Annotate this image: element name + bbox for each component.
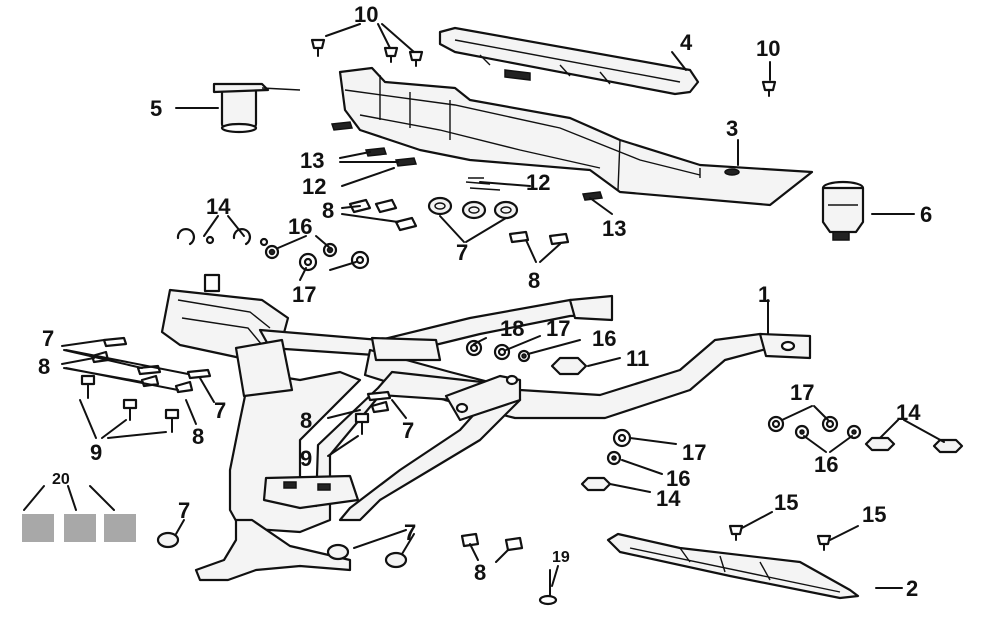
part-2-lower-panel (606, 532, 860, 600)
part-20-color-swatches (22, 514, 136, 542)
callout-11: 11 (626, 346, 649, 371)
callout-16b: 16 (592, 326, 616, 351)
callout-8b: 8 (528, 268, 540, 293)
fasteners-top (176, 38, 777, 272)
swatch-2 (64, 514, 96, 542)
callout-14a: 14 (206, 194, 231, 219)
callout-10b: 10 (756, 36, 780, 61)
callout-19: 19 (552, 549, 570, 566)
leader-lines (23, 23, 945, 589)
callout-5: 5 (150, 96, 162, 121)
callout-15b: 15 (862, 502, 886, 527)
callout-14c: 14 (656, 486, 681, 511)
callout-18: 18 (500, 316, 524, 341)
callout-12a: 12 (302, 174, 326, 199)
callout-9b: 9 (300, 446, 312, 471)
callout-7f: 7 (404, 520, 416, 545)
part-5-socket (212, 82, 301, 134)
callout-14b: 14 (896, 400, 921, 425)
callout-8c: 8 (38, 354, 50, 379)
callout-8e: 8 (300, 408, 312, 433)
callout-13b: 13 (602, 216, 626, 241)
callout-8d: 8 (192, 424, 204, 449)
part-4-dash-cover (438, 26, 700, 96)
callout-17d: 17 (682, 440, 706, 465)
swatch-3 (104, 514, 136, 542)
part-3-tray-bracket (338, 66, 814, 207)
callout-17c: 17 (790, 380, 814, 405)
callout-labels: 10 10 4 3 5 6 13 12 12 13 14 16 17 8 7 8… (38, 2, 932, 601)
callout-9a: 9 (90, 440, 102, 465)
callout-12b: 12 (526, 170, 550, 195)
callout-8f: 8 (474, 560, 486, 585)
callout-4: 4 (680, 30, 693, 55)
callout-3: 3 (726, 116, 738, 141)
callout-6: 6 (920, 202, 932, 227)
callout-17a: 17 (292, 282, 316, 307)
callout-16a: 16 (288, 214, 312, 239)
callout-7a: 7 (456, 240, 468, 265)
callout-1: 1 (758, 282, 770, 307)
callout-8a: 8 (322, 198, 334, 223)
callout-10a: 10 (354, 2, 378, 27)
swatch-1 (22, 514, 54, 542)
callout-2: 2 (906, 576, 918, 601)
callout-17b: 17 (546, 316, 570, 341)
callout-7d: 7 (402, 418, 414, 443)
callout-15a: 15 (774, 490, 798, 515)
callout-13a: 13 (300, 148, 324, 173)
callout-20: 20 (52, 471, 70, 488)
part-1-frame (160, 273, 812, 582)
part-6-socket (821, 180, 865, 241)
callout-7b: 7 (42, 326, 54, 351)
callout-16d: 16 (666, 466, 690, 491)
callout-7c: 7 (214, 398, 226, 423)
callout-16c: 16 (814, 452, 838, 477)
callout-7e: 7 (178, 498, 190, 523)
fasteners-lower (80, 336, 964, 606)
